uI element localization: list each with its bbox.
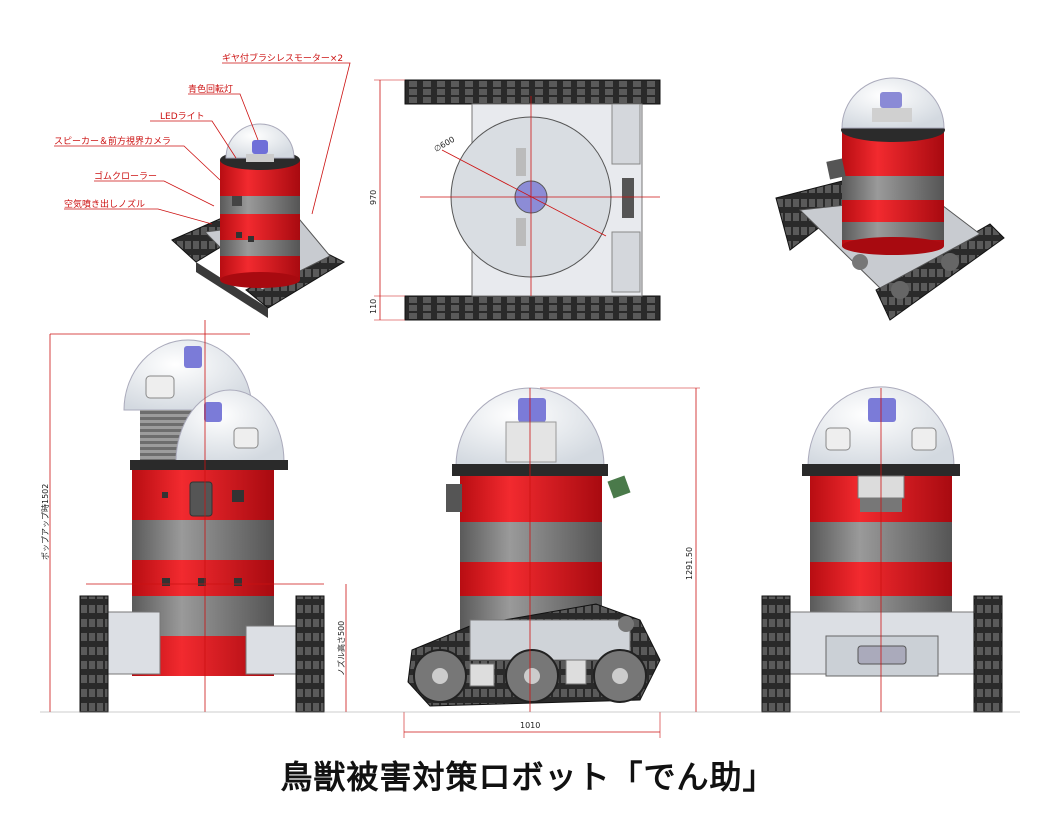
dim-total-height: 1291.50 [685, 547, 694, 580]
popup-side-view: ポップアップ時1502 ノズル高さ500 [41, 320, 347, 713]
dim-nozzle-height: ノズル高さ500 [336, 621, 346, 676]
isometric-view-callouts: ギヤ付ブラシレスモーター×2 青色回転灯 LEDライト スピーカー＆前方視界カメ… [54, 52, 351, 318]
callout-crawler: ゴムクローラー [94, 170, 157, 182]
dim-overall-length: 1010 [520, 721, 540, 730]
top-track-lower [404, 295, 661, 321]
robot-body-cylinder [220, 150, 300, 288]
top-view: ∅600 970 110 [369, 79, 661, 321]
callout-nozzle: 空気噴き出しノズル [64, 198, 145, 210]
callout-led: LEDライト [160, 111, 205, 122]
side-view: 1291.50 1010 [403, 387, 700, 738]
dim-track-width: 110 [369, 299, 378, 314]
isometric-view-right [775, 77, 1005, 321]
blue-beacon [252, 140, 268, 154]
page-title: 鳥獣被害対策ロボット「でん助」 [280, 758, 776, 796]
callout-motor: ギヤ付ブラシレスモーター×2 [222, 52, 343, 64]
dim-popup-height: ポップアップ時1502 [41, 484, 50, 560]
dim-length: 970 [369, 190, 378, 205]
callout-speaker-camera: スピーカー＆前方視界カメラ [54, 135, 171, 147]
callout-beacon: 青色回転灯 [188, 83, 233, 95]
top-track-upper [404, 79, 661, 105]
front-view [761, 386, 1003, 713]
